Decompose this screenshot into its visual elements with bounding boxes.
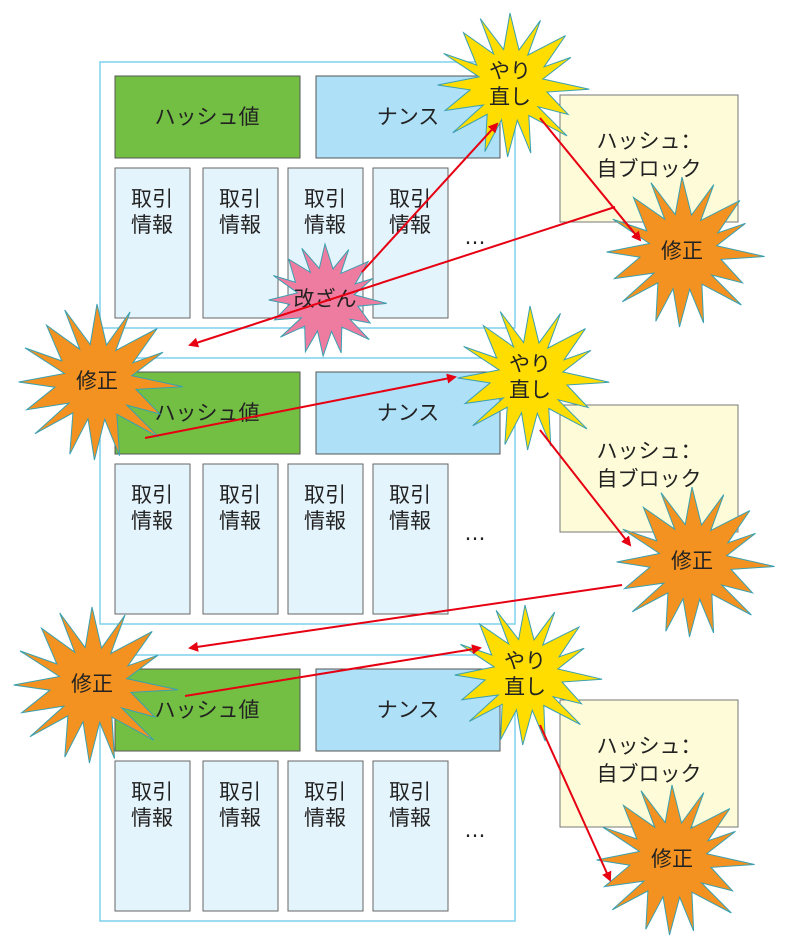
redo-burst-shape (437, 12, 590, 158)
transaction-label: 取引 (304, 187, 346, 211)
arrow (184, 644, 482, 697)
transaction-label: 取引 (219, 187, 261, 211)
transaction-label: 取引 (131, 187, 173, 211)
transaction-box (287, 463, 364, 615)
fix-burst: 修正 (616, 486, 775, 638)
transaction-label: 情報 (389, 509, 431, 533)
transaction-label: 情報 (389, 213, 431, 237)
transaction-label: 情報 (304, 509, 346, 533)
transaction-label: 取引 (389, 187, 431, 211)
transaction-box (114, 167, 191, 319)
transaction-box (202, 167, 279, 319)
transaction-box (202, 463, 279, 615)
note-line: ハッシュ： (597, 439, 702, 463)
transaction-label: 情報 (131, 509, 173, 533)
fix-burst-shape (596, 784, 755, 936)
fix-burst-label: 修正 (71, 672, 113, 696)
fix-burst-label: 修正 (671, 549, 713, 573)
transaction-label: 取引 (219, 483, 261, 507)
redo-burst-label: 直し (509, 378, 551, 402)
redo-burst-label: やり (504, 649, 546, 673)
redo-burst-label: 直し (489, 85, 531, 109)
fix-burst-shape (18, 303, 184, 461)
transaction-box (114, 760, 191, 912)
fix-burst-shape (13, 606, 179, 764)
transaction-box (287, 760, 364, 912)
arrow (539, 429, 632, 547)
fix-burst-label: 修正 (661, 239, 703, 263)
redo-burst-label: 直し (504, 675, 546, 699)
note-line: 自ブロック (597, 762, 702, 786)
transaction-box (202, 760, 279, 912)
transaction-label: 取引 (304, 483, 346, 507)
arrow (144, 373, 457, 439)
transaction-label: 情報 (219, 509, 261, 533)
transaction-label: 情報 (219, 213, 261, 237)
transaction-label: 情報 (304, 213, 346, 237)
nonce-label: ナンス (377, 401, 440, 425)
fix-burst: 修正 (596, 784, 755, 936)
note-line: ハッシュ： (597, 129, 702, 153)
transaction-label: 情報 (131, 806, 173, 830)
fix-burst-label: 修正 (651, 847, 693, 871)
hash-label: ハッシュ値 (155, 105, 260, 129)
transaction-box (372, 760, 449, 912)
transaction-label: 取引 (389, 780, 431, 804)
ellipsis: … (465, 521, 486, 545)
hash-label: ハッシュ値 (155, 698, 260, 722)
transaction-label: 情報 (389, 806, 431, 830)
nonce-box (315, 668, 501, 752)
transaction-label: 情報 (219, 806, 261, 830)
transaction-label: 取引 (219, 780, 261, 804)
fix-burst: 修正 (18, 303, 184, 461)
fix-burst-label: 修正 (76, 369, 118, 393)
transaction-label: 取引 (389, 483, 431, 507)
redo-burst-label: やり (489, 59, 531, 83)
arrow (361, 122, 499, 273)
transaction-label: 情報 (131, 213, 173, 237)
block-3: ハッシュ値ナンス取引情報取引情報取引情報取引情報… (99, 654, 516, 922)
transaction-label: 取引 (131, 483, 173, 507)
transaction-box (114, 463, 191, 615)
hash-label: ハッシュ値 (155, 401, 260, 425)
nonce-label: ナンス (377, 105, 440, 129)
note-line: 自ブロック (597, 467, 702, 491)
arrow (539, 117, 642, 242)
fix-burst: 修正 (606, 176, 765, 328)
transaction-label: 取引 (304, 780, 346, 804)
ellipsis: … (465, 225, 486, 249)
fix-burst-shape (616, 486, 775, 638)
redo-burst-shape (457, 305, 610, 451)
own-block-hash-note: ハッシュ： 自ブロック (559, 94, 739, 223)
fix-burst: 修正 (13, 606, 179, 764)
arrow (539, 724, 612, 882)
redo-burst-label: やり (509, 352, 551, 376)
ellipsis: … (465, 818, 486, 842)
arrow (188, 206, 616, 348)
transaction-box (372, 167, 449, 319)
transaction-box (372, 463, 449, 615)
arrow (188, 584, 623, 652)
note-line: ハッシュ： (597, 734, 702, 758)
fix-burst-shape (606, 176, 765, 328)
block-2: ハッシュ値ナンス取引情報取引情報取引情報取引情報… (99, 357, 516, 625)
transaction-label: 取引 (131, 780, 173, 804)
note-line: 自ブロック (597, 157, 702, 181)
nonce-label: ナンス (377, 698, 440, 722)
own-block-hash-note: ハッシュ： 自ブロック (559, 404, 739, 533)
transaction-label: 情報 (304, 806, 346, 830)
hash-box (114, 75, 301, 159)
